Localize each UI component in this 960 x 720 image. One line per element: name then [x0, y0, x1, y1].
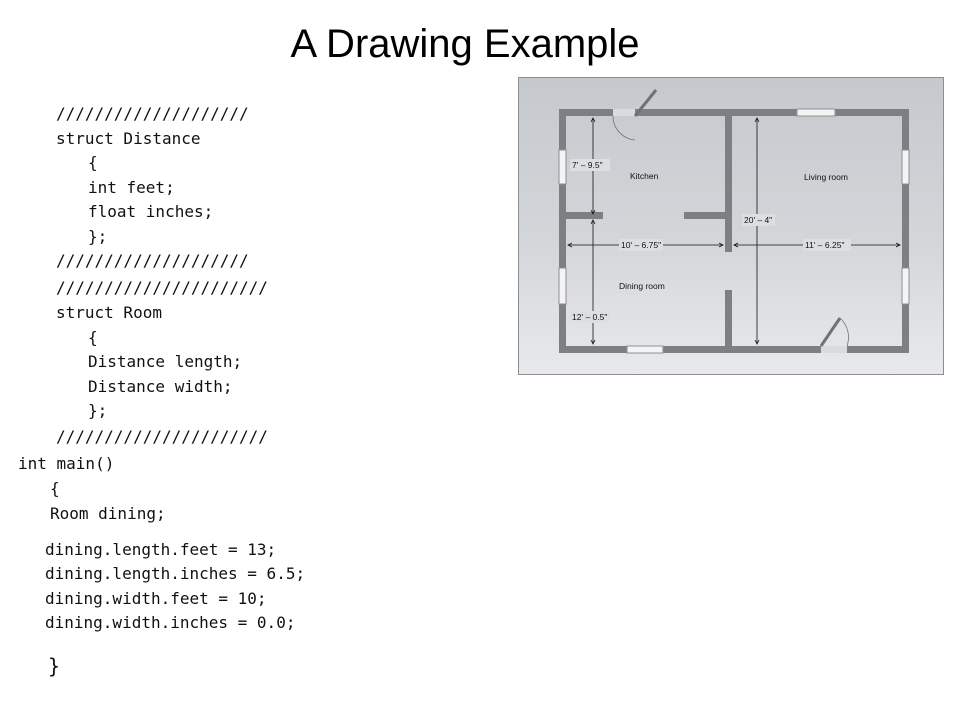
room-label-living: Living room	[804, 172, 848, 182]
room-label-dining: Dining room	[619, 281, 665, 291]
dim-living-width: 11' – 6.25"	[805, 240, 844, 250]
kitchen-door-leaf	[633, 89, 658, 117]
code-line: //////////////////////	[56, 427, 268, 446]
code-line: int feet;	[88, 178, 175, 197]
floor-plan-drawing: 7' – 9.5" 20' – 4" 10' – 6.75" 11' – 6.2…	[558, 89, 910, 354]
code-line: };	[88, 227, 108, 246]
code-line: struct Distance	[56, 129, 201, 148]
code-line: Distance width;	[88, 377, 233, 396]
dim-dining-width: 10' – 6.75"	[621, 240, 661, 250]
dim-total-height: 20' – 4"	[744, 215, 772, 225]
code-line: //////////////////////	[56, 278, 268, 297]
living-door-leaf	[819, 317, 842, 347]
code-line: dining.width.feet = 10;	[45, 589, 267, 608]
code-line: {	[88, 153, 98, 172]
code-line: struct Room	[56, 303, 162, 322]
code-line: Room dining;	[50, 504, 166, 523]
code-line: dining.length.inches = 6.5;	[45, 564, 306, 583]
code-line: }	[48, 654, 61, 678]
code-line: ////////////////////	[56, 251, 249, 270]
code-line: Distance length;	[88, 352, 243, 371]
walls	[559, 109, 909, 353]
windows	[558, 108, 910, 354]
slide-title: A Drawing Example	[290, 22, 640, 66]
floor-plan-figure: 7' – 9.5" 20' – 4" 10' – 6.75" 11' – 6.2…	[518, 77, 944, 375]
room-label-kitchen: Kitchen	[630, 171, 659, 181]
code-line: int main()	[18, 454, 115, 473]
code-line: {	[88, 328, 98, 347]
code-line: ////////////////////	[56, 104, 249, 123]
dimension-lines	[567, 117, 901, 345]
dim-kitchen-height: 7' – 9.5"	[572, 160, 603, 170]
dimension-labels: 7' – 9.5" 20' – 4" 10' – 6.75" 11' – 6.2…	[570, 159, 851, 323]
code-line: float inches;	[88, 202, 214, 221]
doors	[612, 89, 849, 353]
code-line: dining.length.feet = 13;	[45, 540, 277, 559]
code-line: };	[88, 401, 108, 420]
dim-dining-height: 12' – 0.5"	[572, 312, 607, 322]
code-line: dining.width.inches = 0.0;	[45, 613, 296, 632]
code-line: {	[50, 479, 60, 498]
